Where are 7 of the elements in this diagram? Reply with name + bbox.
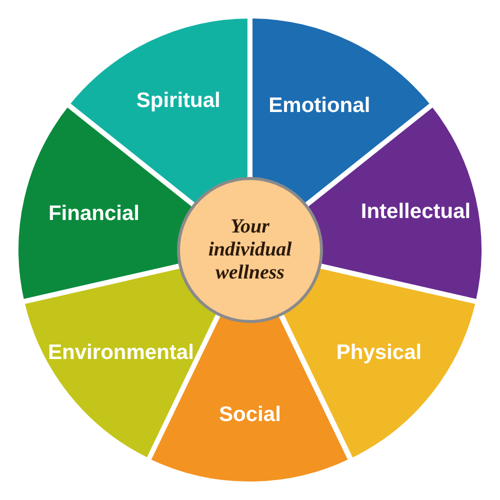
segment-label: Environmental <box>48 340 194 365</box>
segment-label: Financial <box>48 202 140 226</box>
segment-label: Intellectual <box>360 200 471 224</box>
segment-label: Emotional <box>268 94 370 118</box>
segment-label: Physical <box>336 340 422 365</box>
segment-label: Spiritual <box>136 89 220 114</box>
segment-label: Social <box>219 403 281 427</box>
